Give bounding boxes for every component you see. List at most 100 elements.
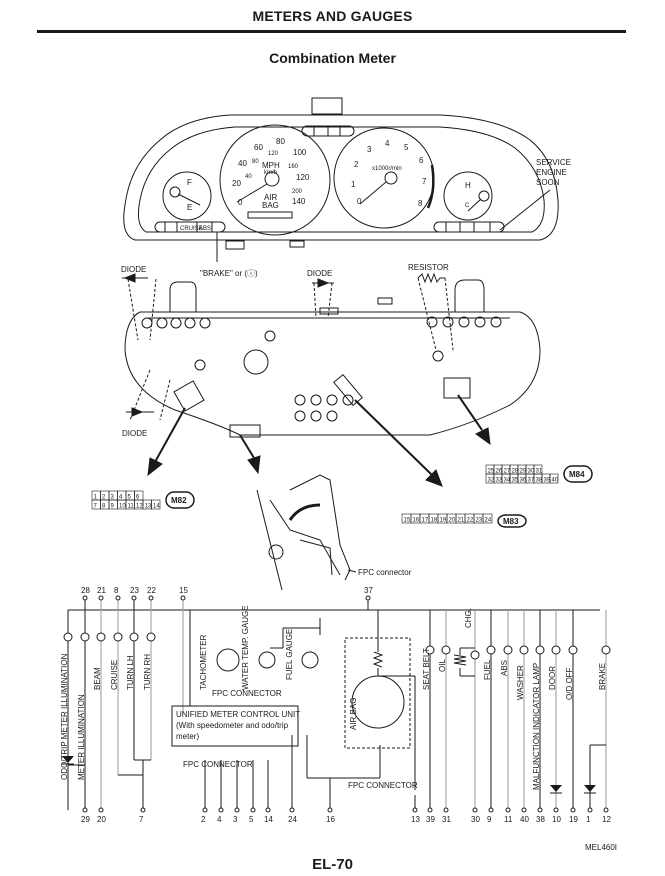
connector-pin-number: 16 (413, 518, 420, 524)
speedometer-tick-label: 140 (292, 197, 306, 206)
bottom-pin-number: 40 (520, 815, 529, 824)
connector-pin-number: 22 (467, 518, 474, 524)
brake-callout-label: "BRAKE" or (ⓘ) (200, 269, 258, 278)
connector-pin-number: 14 (153, 504, 160, 510)
lamp-label-left: TURN LH (126, 655, 135, 690)
connector-pin-number: 29 (520, 469, 527, 475)
connector-pin-number: 26 (496, 469, 503, 475)
connector-pin-number: 30 (528, 469, 535, 475)
tachometer-tick-label: 1 (351, 180, 356, 189)
lamp-label-right: FUEL (483, 659, 492, 680)
control-unit-desc-2: meter) (176, 732, 199, 741)
pin-terminal (82, 595, 88, 601)
speedometer-tick-label: 120 (296, 173, 310, 182)
speedometer-tick-label: 20 (232, 179, 241, 188)
pin-terminal (412, 807, 418, 813)
diode-symbol-2 (313, 282, 333, 319)
top-pin-number: 28 (81, 586, 90, 595)
schematic-diodes (62, 756, 596, 794)
air-bag-module (344, 637, 411, 749)
connector-pin-number: 5 (128, 495, 132, 501)
fuel-full-label: F (187, 178, 192, 187)
connector-pin-number: 12 (136, 504, 143, 510)
pin-terminal (82, 807, 88, 813)
connector-pin-number: 32 (488, 478, 495, 484)
temp-cold-label: C (465, 203, 470, 209)
fuel-gauge (162, 171, 212, 221)
bottom-pin-number: 31 (442, 815, 451, 824)
connector-pin-number: 33 (496, 478, 503, 484)
pin-terminal (488, 807, 494, 813)
connector-pin-number: 17 (422, 518, 429, 524)
meter-housing (123, 97, 559, 250)
air-bag-label-line2: BAG (262, 201, 279, 210)
pointer-arrows (122, 273, 491, 487)
connector-pin-number: 20 (449, 518, 456, 524)
connector-pin-number: 27 (504, 469, 511, 475)
speedometer (219, 124, 331, 236)
bottom-pin-number: 20 (97, 815, 106, 824)
bottom-pin-number: 29 (81, 815, 90, 824)
bottom-pin-number: 19 (569, 815, 578, 824)
bottom-pin-number: 30 (471, 815, 480, 824)
connector-pin-number: 36 (520, 478, 527, 484)
pin-terminals (82, 595, 609, 813)
connector-pin-number: 3 (111, 495, 115, 501)
pin-terminal (443, 807, 449, 813)
connector-pin-number: 39 (544, 478, 551, 484)
bottom-pin-number: 9 (487, 815, 492, 824)
pin-terminal (140, 807, 146, 813)
lamp-label-right: CHG. (464, 608, 473, 628)
connector-pin-number: 10 (119, 504, 126, 510)
speedometer-unit-label: MPH (262, 161, 280, 170)
connector-id-label: M83 (503, 517, 519, 526)
bottom-pin-number: 24 (288, 815, 297, 824)
pin-terminal (250, 807, 256, 813)
tachometer-tick-label: 2 (354, 160, 359, 169)
bottom-pin-number: 16 (326, 815, 335, 824)
pin-terminal (131, 595, 137, 601)
bulb-sockets (141, 316, 502, 422)
top-pin-number: 15 (179, 586, 188, 595)
pin-terminal (115, 595, 121, 601)
tachometer-tick-label: 3 (367, 145, 372, 154)
bottom-pin-number: 2 (201, 815, 206, 824)
connector-pin-number: 6 (136, 495, 140, 501)
speedometer-kmh-tick-label: 120 (268, 151, 279, 157)
tachometer-gauge-label: TACHOMETER (199, 634, 208, 690)
top-indicator-strip (301, 125, 355, 137)
pin-terminal (553, 807, 559, 813)
pin-terminal (537, 807, 543, 813)
pin-terminal (202, 807, 208, 813)
service-engine-soon-label: ENGINE (536, 168, 567, 177)
connector-id-label: M84 (569, 470, 585, 479)
service-engine-soon-label: SERVICE (536, 158, 571, 167)
connector-cavity (151, 499, 161, 510)
tachometer-unit-label: x1000r/min (372, 166, 402, 172)
service-callout-line (499, 189, 551, 231)
connector-pin-number: 25 (488, 469, 495, 475)
bottom-pin-number: 4 (217, 815, 222, 824)
tachometer-tick-label: 8 (418, 199, 423, 208)
top-pin-number: 23 (130, 586, 139, 595)
water-temp-gauge-label: WATER TEMP. GAUGE (241, 605, 250, 690)
pin-terminal (472, 807, 478, 813)
connector-pin-number: 15 (404, 518, 411, 524)
pin-terminal (289, 807, 295, 813)
resistor-symbol (417, 272, 454, 351)
fpc-connector-label: FPC connector (358, 568, 412, 577)
lamp-label-right: BRAKE (598, 663, 607, 690)
lamp-label-left: METER ILLUMINATION (77, 694, 86, 780)
connector-pin-number: 1 (94, 495, 98, 501)
tachometer-tick-label: 4 (385, 139, 390, 148)
connector-pin-number: 40 (552, 478, 559, 484)
speedometer-tick-label: 60 (254, 143, 263, 152)
bottom-pin-number: 5 (249, 815, 254, 824)
diode-symbol-1 (127, 278, 157, 341)
fpc-connector-label-right: FPC CONNECTOR (348, 781, 418, 790)
speedometer-tick-label: 80 (276, 137, 285, 146)
lamp-label-right: MALFUNCTION INDICATOR LAMP (532, 663, 541, 790)
